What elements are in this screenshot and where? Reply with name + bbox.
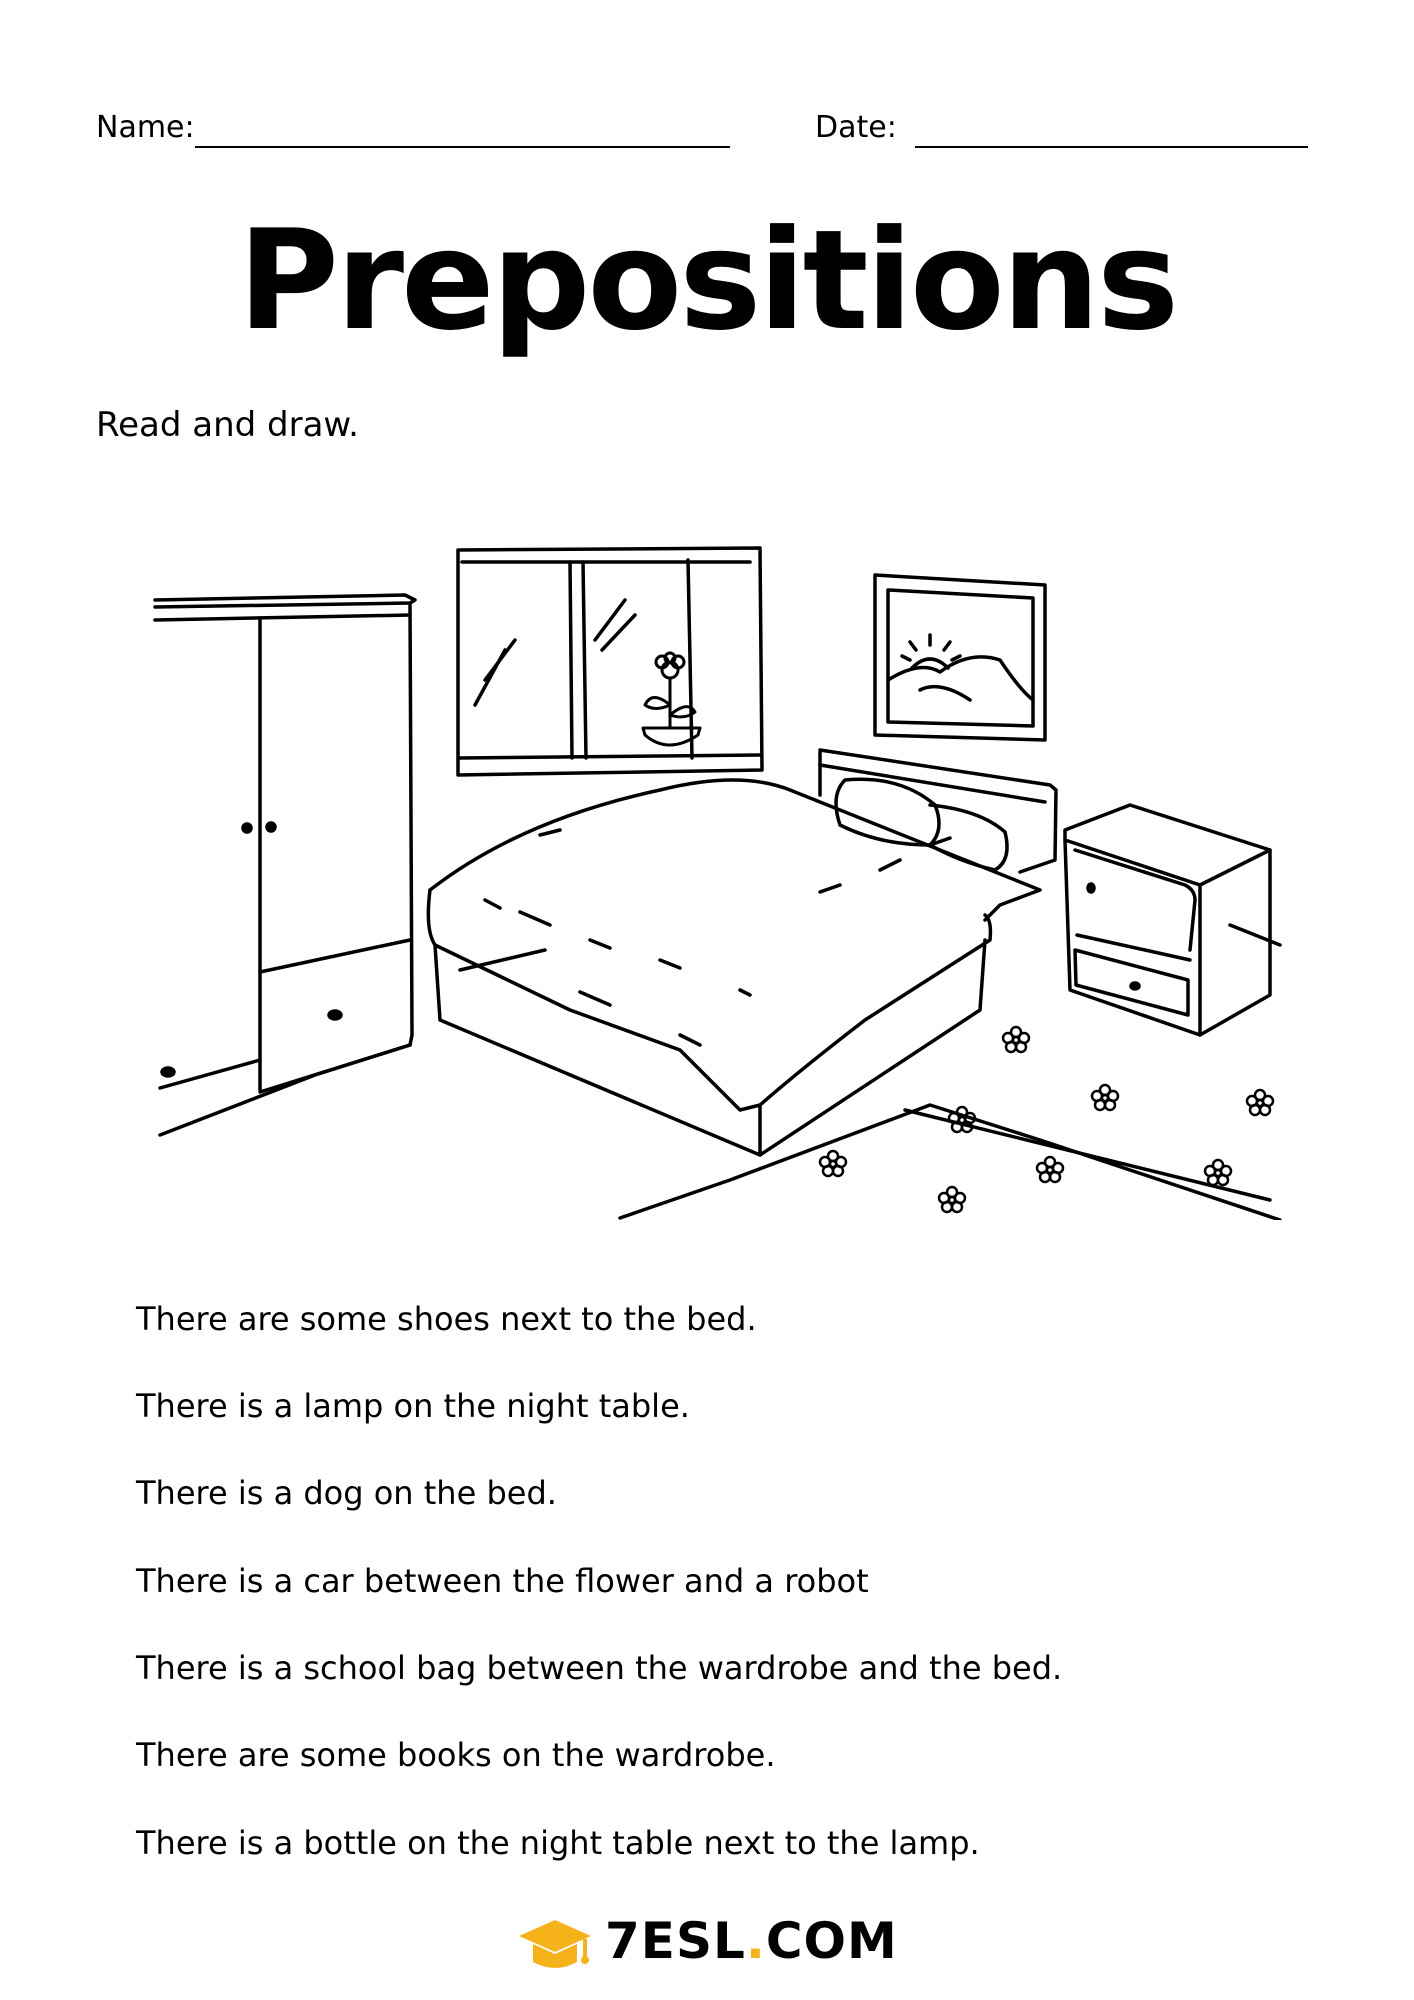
- bedroom-illustration: [153, 546, 1282, 1220]
- small-flower-icon: [818, 1025, 1275, 1214]
- date-line[interactable]: [915, 146, 1308, 148]
- flower-pot-icon: [641, 651, 702, 747]
- date-label: Date:: [815, 110, 897, 145]
- sentence-4: There is a car between the flower and a …: [136, 1562, 869, 1600]
- sentence-5: There is a school bag between the wardro…: [136, 1649, 1063, 1687]
- logo-text: 7ESL.COM: [605, 1916, 898, 1966]
- sentence-7: There is a bottle on the night table nex…: [136, 1824, 980, 1862]
- sentence-3: There is a dog on the bed.: [136, 1474, 557, 1512]
- sentence-6: There are some books on the wardrobe.: [136, 1736, 776, 1774]
- name-label: Name:: [96, 110, 195, 145]
- logo-dot: .: [745, 1912, 766, 1970]
- wardrobe-icon: [153, 593, 417, 1094]
- instruction-text: Read and draw.: [96, 405, 359, 445]
- night-table-icon: [1063, 803, 1272, 1037]
- esl-logo: 7ESL.COM: [515, 1912, 897, 1978]
- page-title: Prepositions: [237, 200, 1179, 361]
- name-line[interactable]: [195, 146, 730, 148]
- sentence-2: There is a lamp on the night table.: [136, 1387, 690, 1425]
- sentence-1: There are some shoes next to the bed.: [136, 1300, 757, 1338]
- logo-part2: COM: [765, 1912, 898, 1970]
- window-icon: [456, 546, 764, 777]
- bed-icon: [426, 748, 1058, 1157]
- graduation-cap-icon: [519, 1920, 591, 1968]
- logo-part1: 7ESL: [605, 1912, 746, 1970]
- picture-frame-icon: [873, 573, 1047, 742]
